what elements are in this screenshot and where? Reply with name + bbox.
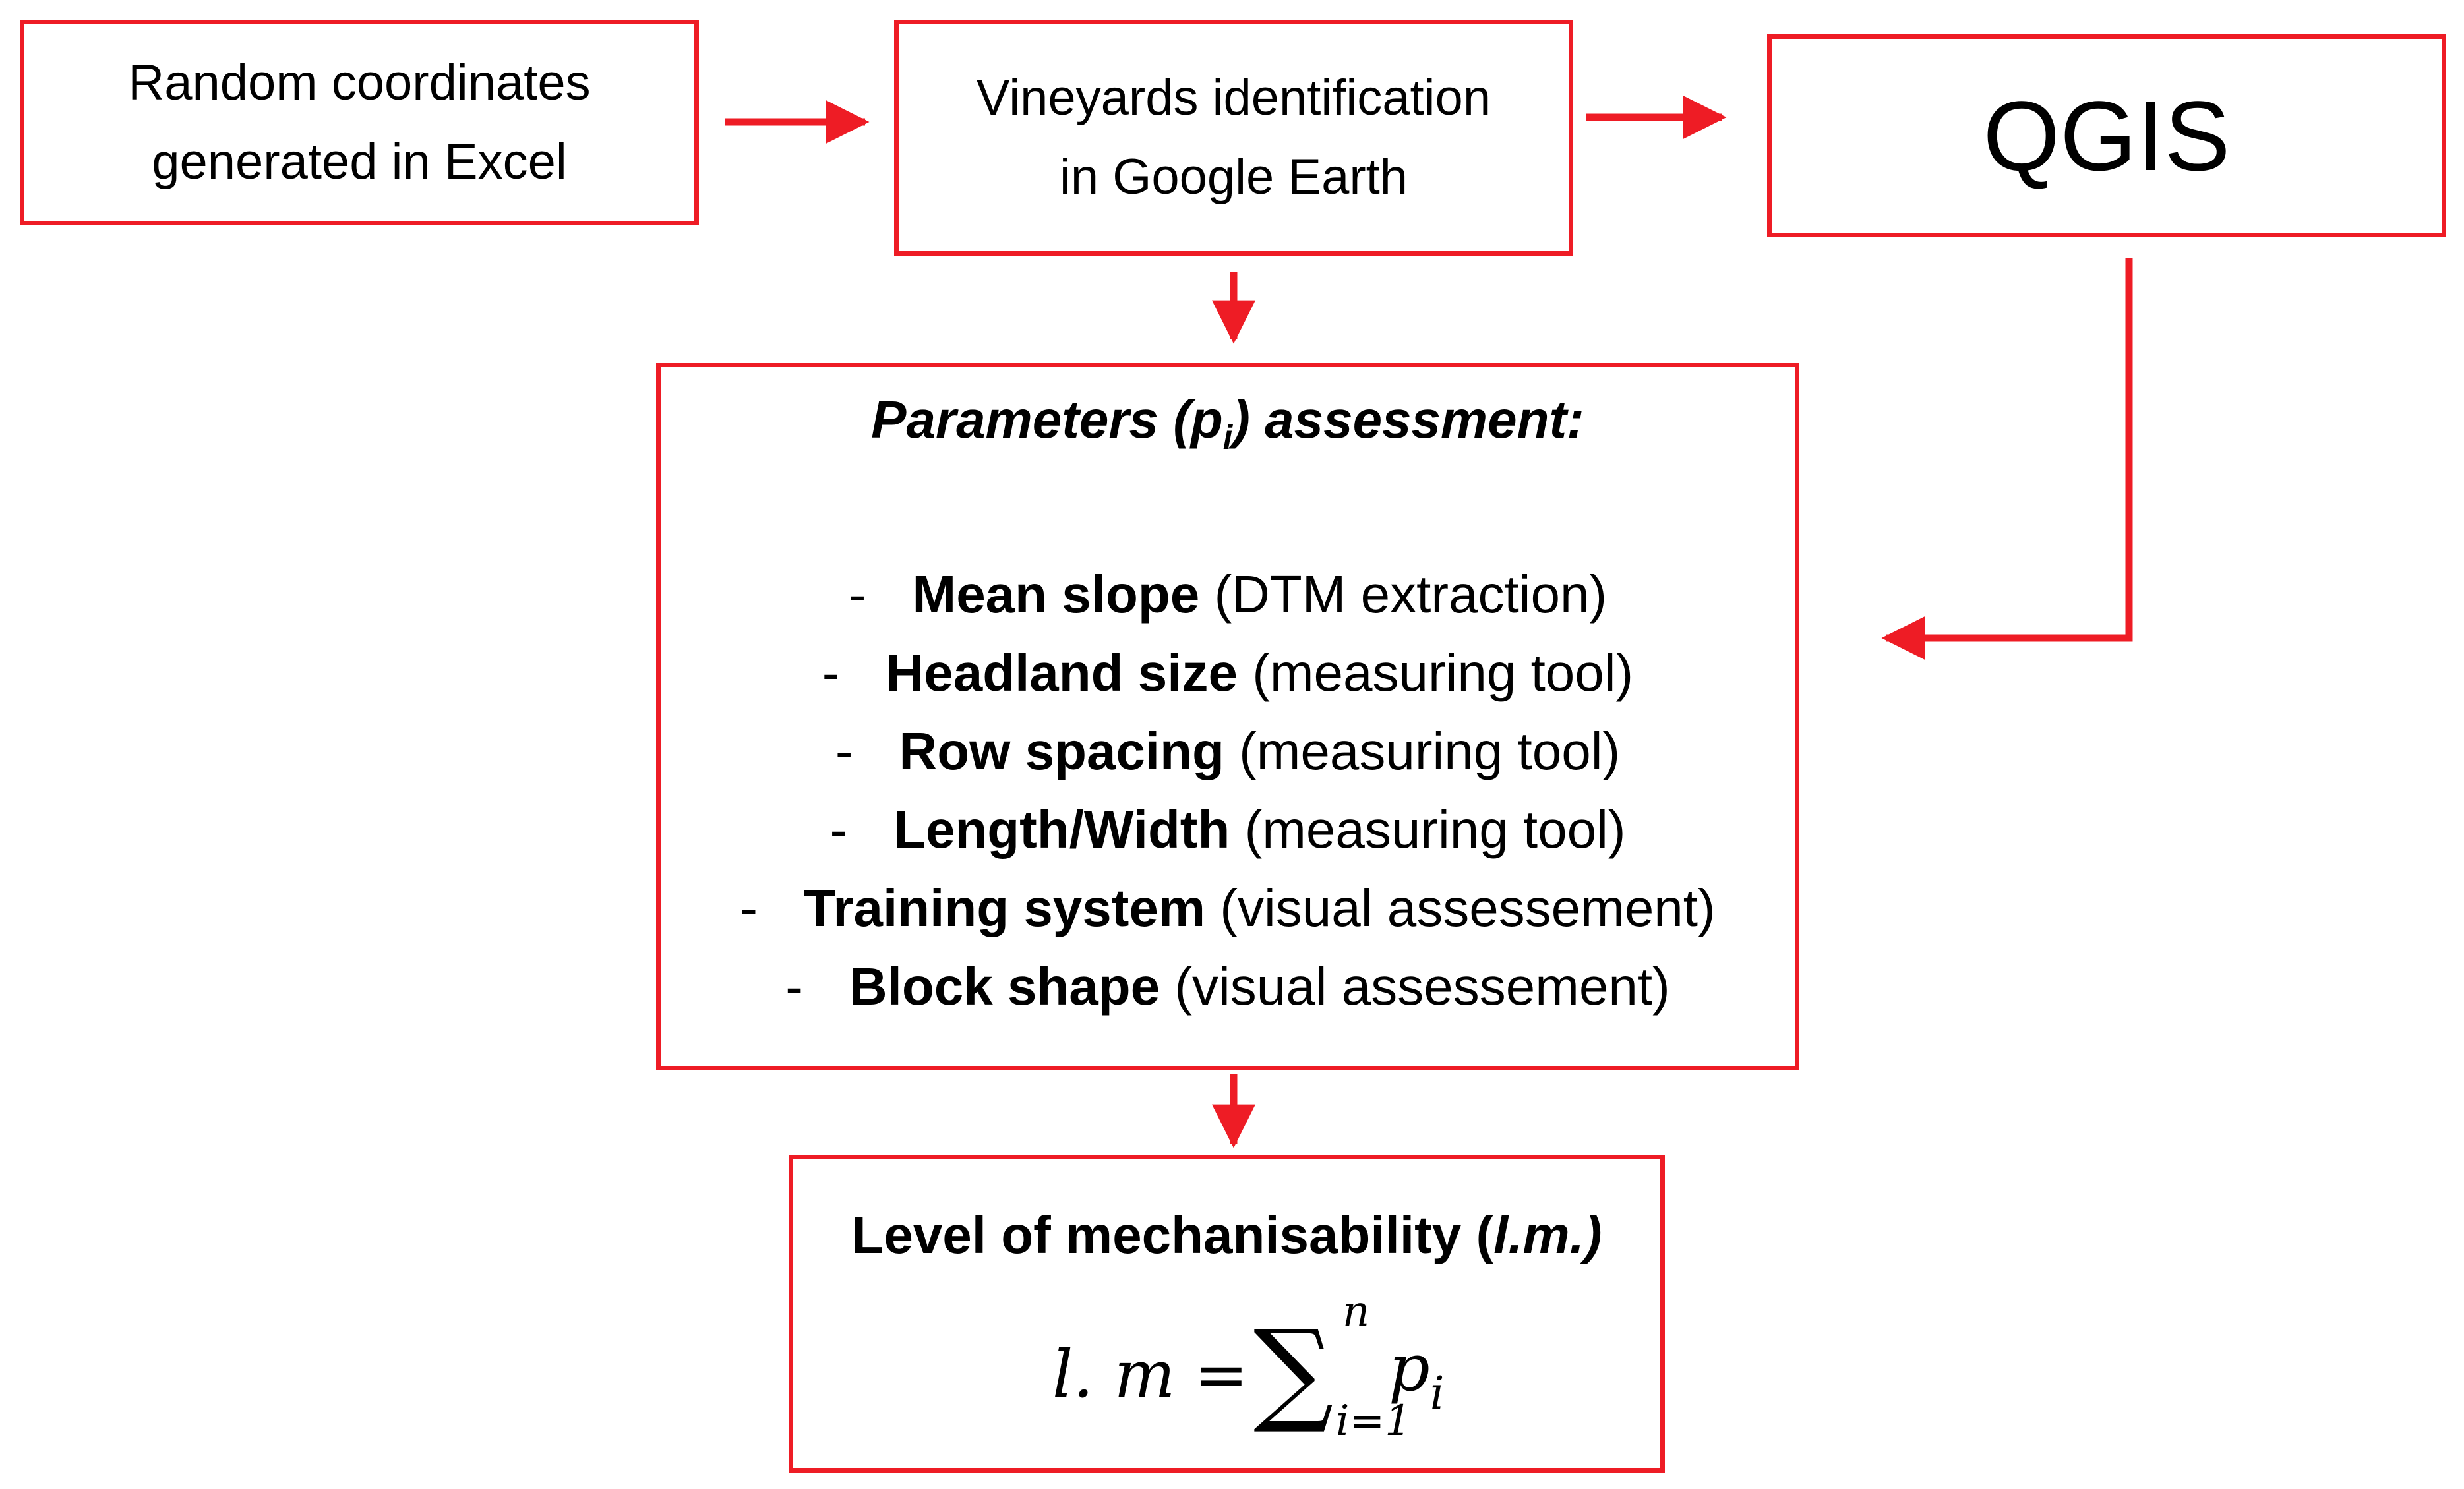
arrow-qgis-to-parameters [1881, 258, 2133, 660]
formula-lhs: l. m [1052, 1337, 1176, 1413]
mechanisability-title: Level of mechanisability (l.m.) [851, 1206, 1602, 1264]
formula-equals: = [1194, 1337, 1248, 1413]
google-earth-box: Vineyards identification in Google Earth [894, 20, 1573, 256]
qgis-box: QGIS [1767, 34, 2446, 237]
parameter-block-shape: -Block shape (visual assessement) [785, 957, 1670, 1016]
parameter-training-system: -Training system (visual assessement) [740, 879, 1716, 937]
google-earth-line-1: Vineyards identification [976, 70, 1491, 126]
parameter-mean-slope: -Mean slope (DTM extraction) [848, 565, 1608, 624]
parameters-title-subscript: i [1222, 419, 1233, 457]
formula-term: pi [1389, 1331, 1444, 1420]
parameters-title: Parameters (pi) assessment: [871, 390, 1584, 457]
excel-box: Random coordinates generated in Excel [20, 20, 699, 225]
parameters-box: Parameters (pi) assessment: -Mean slope … [656, 363, 1799, 1070]
excel-line-2: generated in Excel [152, 134, 567, 190]
formula-sum-symbol: ∑ [1253, 1306, 1333, 1437]
lm-formula: l. m = ∑ n i=1 pi [1052, 1287, 1444, 1445]
formula-lower-limit: i=1 [1336, 1397, 1412, 1445]
parameter-row-spacing: -Row spacing (measuring tool) [835, 722, 1621, 780]
parameter-headland-size: -Headland size (measuring tool) [822, 643, 1634, 702]
formula-upper-limit: n [1342, 1287, 1369, 1336]
qgis-label: QGIS [1983, 80, 2231, 191]
mechanisability-box: Level of mechanisability (l.m.) l. m = ∑… [789, 1155, 1665, 1473]
excel-line-1: Random coordinates [128, 55, 591, 111]
parameter-length-width: -Length/Width (measuring tool) [829, 800, 1626, 859]
google-earth-line-2: in Google Earth [1059, 149, 1408, 205]
